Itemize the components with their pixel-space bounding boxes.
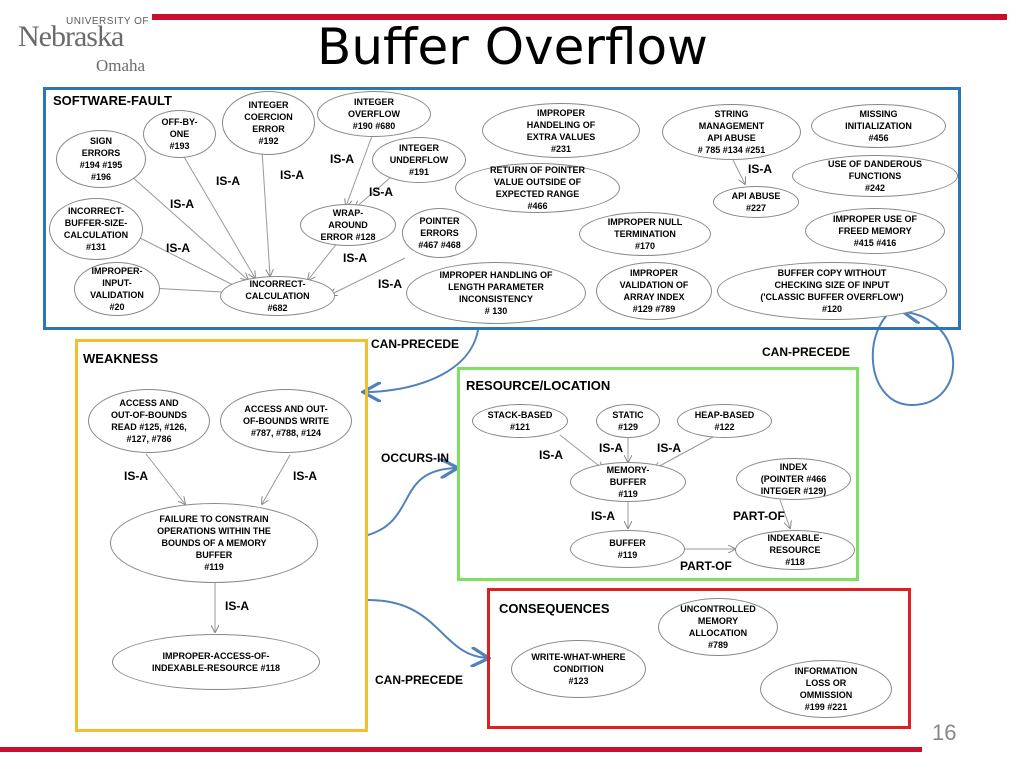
node-pointer-errors: POINTER ERRORS #467 #468 <box>402 208 477 258</box>
edge-index-indexable <box>779 499 790 528</box>
rel-is-a: IS-A <box>369 185 393 199</box>
node-string-management: STRING MANAGEMENT API ABUSE # 785 #134 #… <box>662 104 801 160</box>
edge-offbyone-incorrect <box>179 149 255 278</box>
node-oob-read: ACCESS AND OUT-OF-BOUNDS READ #125, #126… <box>88 389 210 453</box>
edge-heap-memory <box>654 436 714 469</box>
page-number: 16 <box>932 720 957 745</box>
node-heap-based: HEAP-BASED #122 <box>677 404 772 438</box>
edge-coercion-incorrect <box>261 149 270 276</box>
node-static: STATIC #129 <box>596 404 660 438</box>
edge-pointer-incorrect <box>330 257 406 295</box>
rel-is-a: IS-A <box>539 448 563 462</box>
resource-location-label: RESOURCE/LOCATION <box>466 378 611 393</box>
bottom-accent-bar <box>0 747 922 752</box>
node-failure-constrain: FAILURE TO CONSTRAIN OPERATIONS WITHIN T… <box>110 503 318 583</box>
rel-is-a: IS-A <box>216 174 240 188</box>
node-uncontrolled-memory: UNCONTROLLED MEMORY ALLOCATION #789 <box>658 598 778 656</box>
software-fault-label: SOFTWARE-FAULT <box>53 93 172 108</box>
rel-can-precede: CAN-PRECEDE <box>371 337 460 351</box>
node-api-abuse: API ABUSE #227 <box>713 186 799 218</box>
top-accent-bar <box>152 14 1007 20</box>
node-array-index: IMPROPER VALIDATION OF ARRAY INDEX #129 … <box>596 262 712 320</box>
arrow-occurs-in <box>367 468 456 536</box>
edge-string-api <box>731 157 745 184</box>
rel-occurs-in: OCCURS-IN <box>381 451 449 465</box>
consequences-label: CONSEQUENCES <box>499 601 610 616</box>
rel-part-of: PART-OF <box>733 509 785 523</box>
rel-is-a: IS-A <box>225 599 249 613</box>
arrow-can-precede-weakness <box>365 329 479 392</box>
rel-is-a: IS-A <box>748 162 772 176</box>
edge-overflow-wrap <box>346 127 376 206</box>
edge-underflow-wrap <box>355 177 391 208</box>
node-input-validation: IMPROPER- INPUT- VALIDATION #20 <box>74 262 160 316</box>
rel-can-precede: CAN-PRECEDE <box>375 673 464 687</box>
rel-is-a: IS-A <box>170 197 194 211</box>
node-improper-access: IMPROPER-ACCESS-OF- INDEXABLE-RESOURCE #… <box>112 634 320 690</box>
arrow-can-precede-consequences <box>367 599 487 658</box>
node-off-by-one: OFF-BY- ONE #193 <box>143 110 216 158</box>
edge-wrap-incorrect <box>308 241 339 280</box>
slide-title: Buffer Overflow <box>317 18 708 76</box>
consequences-box <box>487 588 911 729</box>
rel-is-a: IS-A <box>166 241 190 255</box>
logo-name-text: Nebraska <box>18 20 124 53</box>
node-buffer-copy: BUFFER COPY WITHOUT CHECKING SIZE OF INP… <box>717 262 947 320</box>
node-incorrect-buffer-size: INCORRECT- BUFFER-SIZE- CALCULATION #131 <box>49 198 143 260</box>
node-sign-errors: SIGN ERRORS #194 #195 #196 <box>56 130 146 188</box>
rel-is-a: IS-A <box>124 469 148 483</box>
edge-sign-incorrect <box>129 174 248 280</box>
weakness-box <box>75 339 368 732</box>
node-null-termination: IMPROPER NULL TERMINATION #170 <box>579 212 711 256</box>
software-fault-box <box>43 87 961 330</box>
node-integer-coercion: INTEGER COERCION ERROR #192 <box>222 91 315 155</box>
edge-read-failure <box>145 453 185 504</box>
node-improper-extra-values: IMPROPER HANDELING OF EXTRA VALUES #231 <box>482 103 640 158</box>
node-wrap-around: WRAP- AROUND ERROR #128 <box>300 204 396 246</box>
rel-is-a: IS-A <box>280 168 304 182</box>
logo-university-text: UNIVERSITY OF <box>66 16 149 27</box>
node-incorrect-calculation: INCORRECT- CALCULATION #682 <box>220 276 335 316</box>
resource-location-box <box>457 367 859 581</box>
weakness-label: WEAKNESS <box>83 351 159 366</box>
node-index: INDEX (POINTER #466 INTEGER #129) <box>736 458 851 500</box>
rel-part-of: PART-OF <box>680 559 732 573</box>
logo-campus-text: Omaha <box>96 56 146 75</box>
node-dangerous-functions: USE OF DANDEROUS FUNCTIONS #242 <box>792 155 958 197</box>
rel-is-a: IS-A <box>657 441 681 455</box>
edge-bufsize-incorrect <box>139 237 243 290</box>
node-information-loss: INFORMATION LOSS OR OMMISSION #199 #221 <box>760 660 892 718</box>
node-write-what-where: WRITE-WHAT-WHERE CONDITION #123 <box>511 640 646 698</box>
node-integer-overflow: INTEGER OVERFLOW #190 #680 <box>317 91 431 137</box>
node-buffer: BUFFER #119 <box>570 530 685 568</box>
rel-can-precede: CAN-PRECEDE <box>762 345 851 359</box>
arrow-can-precede-self <box>871 302 955 407</box>
node-memory-buffer: MEMORY- BUFFER #119 <box>570 462 686 502</box>
node-integer-underflow: INTEGER UNDERFLOW #191 <box>372 137 466 183</box>
rel-is-a: IS-A <box>343 251 367 265</box>
edge-stack-memory <box>559 434 603 469</box>
node-indexable-resource: INDEXABLE- RESOURCE #118 <box>735 530 855 570</box>
rel-is-a: IS-A <box>378 277 402 291</box>
edge-write-failure <box>262 454 291 504</box>
university-logo: UNIVERSITY OF Nebraska Omaha <box>18 14 158 75</box>
node-oob-write: ACCESS AND OUT- OF-BOUNDS WRITE #787, #7… <box>220 389 352 453</box>
node-stack-based: STACK-BASED #121 <box>472 404 568 438</box>
node-freed-memory: IMPROPER USE OF FREED MEMORY #415 #416 <box>805 208 945 254</box>
rel-is-a: IS-A <box>591 509 615 523</box>
rel-is-a: IS-A <box>330 152 354 166</box>
rel-is-a: IS-A <box>293 469 317 483</box>
node-missing-initialization: MISSING INITIALIZATION #456 <box>811 104 946 148</box>
node-length-parameter: IMPROPER HANDLING OF LENGTH PARAMETER IN… <box>406 262 586 324</box>
node-return-pointer: RETURN OF POINTER VALUE OUTSIDE OF EXPEC… <box>455 163 620 213</box>
rel-is-a: IS-A <box>599 441 623 455</box>
